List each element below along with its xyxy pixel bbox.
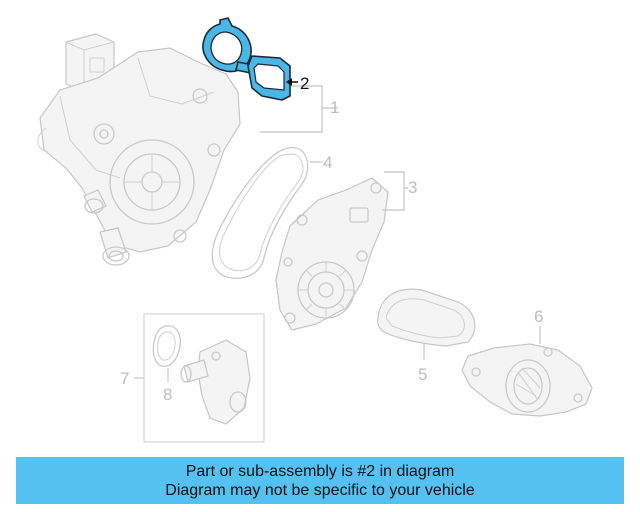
callout-5: 5: [418, 365, 427, 384]
part-7-sensor: [180, 339, 251, 425]
part-4-seal: [211, 146, 309, 279]
callout-1-leader: [260, 85, 338, 133]
callout-7: 7: [120, 369, 129, 388]
callout-8: 8: [163, 385, 172, 404]
part-3-water-pump: [275, 177, 389, 331]
callout-2: 2: [300, 74, 309, 93]
part-6-housing: [461, 343, 593, 417]
banner-line-1: Part or sub-assembly is #2 in diagram: [185, 462, 455, 480]
callout-4: 4: [323, 153, 332, 172]
callout-2-arrowhead: [286, 78, 292, 86]
part-1-housing: [37, 33, 241, 266]
callout-6: 6: [534, 307, 543, 326]
callout-3-leader: [382, 171, 408, 211]
callout-3: 3: [408, 178, 417, 197]
info-banner: Part or sub-assembly is #2 in diagram Di…: [16, 457, 624, 504]
callout-1: 1: [330, 98, 339, 117]
part-5-guard: [377, 288, 476, 347]
banner-line-2: Diagram may not be specific to your vehi…: [165, 481, 475, 499]
part-2-gasket: [202, 17, 291, 101]
part-8-oring: [152, 325, 182, 367]
